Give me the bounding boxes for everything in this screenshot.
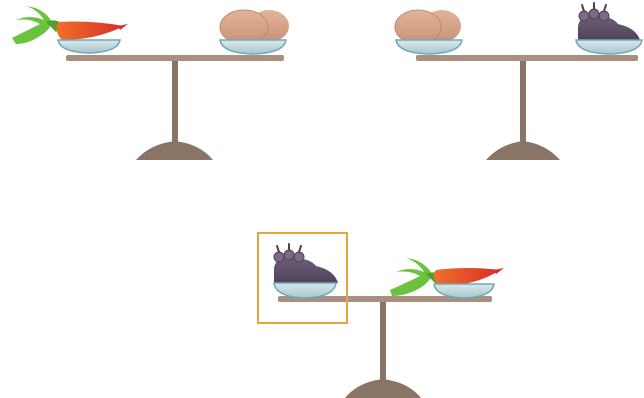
balance-2-stand [520, 58, 526, 144]
potatoes-icon [220, 10, 289, 44]
potatoes-icon [395, 10, 461, 44]
bowl-icon [576, 40, 642, 54]
bowl-icon [58, 40, 120, 53]
balance-3-stand [380, 300, 386, 382]
balance-2 [395, 3, 642, 160]
balance-1-stand [172, 58, 178, 144]
balance-1 [12, 6, 289, 160]
bowl-icon [220, 40, 286, 54]
bowl-icon [396, 40, 462, 54]
balance-2-beam [416, 55, 638, 61]
eggplant-icon [578, 3, 640, 40]
bowl-icon [434, 284, 494, 298]
balance-1-beam [66, 55, 284, 61]
carrot-icon [12, 6, 128, 44]
selection-highlight-box[interactable] [257, 232, 348, 324]
